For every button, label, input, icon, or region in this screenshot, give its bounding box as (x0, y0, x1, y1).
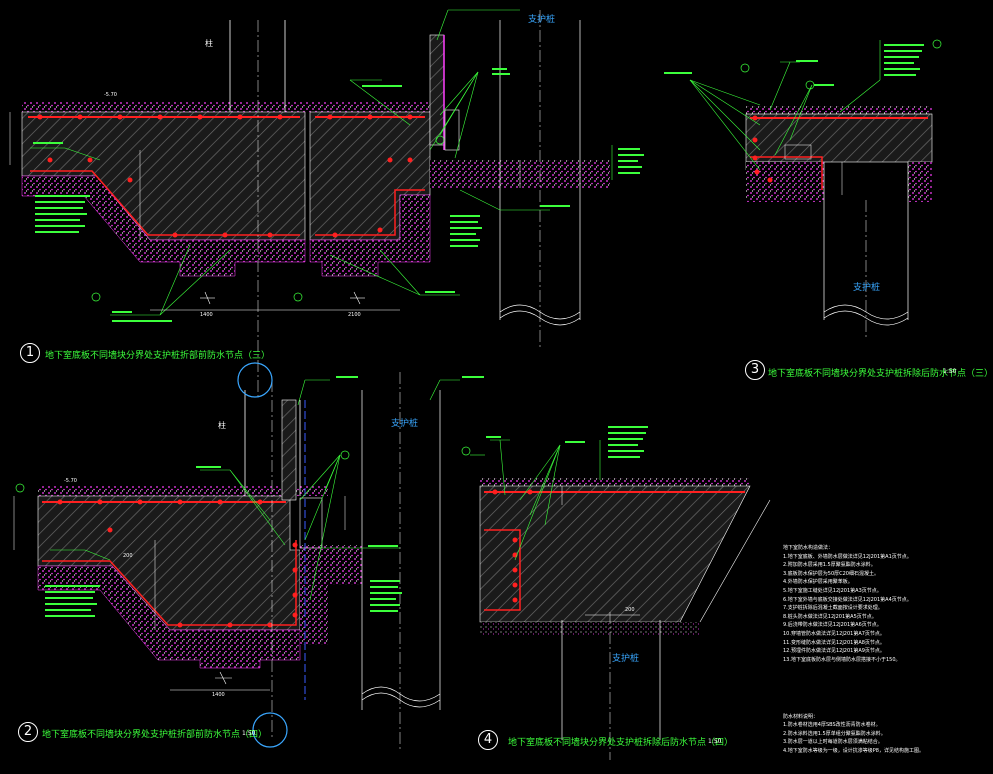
detail-2-title: 地下室底板不同墙块分界处支护桩折部前防水节点（四） (42, 730, 268, 740)
grid-axis-circle-bottom (252, 712, 288, 748)
grid-axis-circle-top (237, 362, 273, 398)
detail-4-drawing (461, 426, 771, 760)
construction-notes: 地下室防水构造做法： 1.地下室底板、外墙防水层做法详见12J201第A1页节点… (783, 544, 912, 664)
note-item: 4.地下室防水等级为一级，设计抗渗等级P8，详见结构施工图。 (783, 747, 924, 754)
note-item: 2.附加防水层采用1.5厚聚氨酯防水涂料。 (783, 562, 876, 569)
detail-3-scale: 1:50 (943, 368, 957, 375)
detail-2-number: 2 (18, 722, 38, 742)
dim-label-5: 200 (625, 607, 635, 613)
detail-3-number: 3 (745, 360, 765, 380)
material-notes: 防水材料说明： 1.防水卷材选用4厚SBS改性沥青防水卷材。 2.防水涂料选用1… (783, 713, 924, 755)
note-item: 11.变形缝防水做法详见12J201第A8页节点。 (783, 639, 885, 646)
note-item: 6.地下室外墙与底板交接处做法详见12J201第A4页节点。 (783, 596, 912, 603)
detail-1-title: 地下室底板不同墙块分界处支护桩折部前防水节点（三） (45, 351, 271, 361)
dim-label-2: 2100 (348, 312, 361, 318)
note-item: 8.桩头防水做法详见12J201第A5页节点。 (783, 613, 877, 620)
note-item: 13.地下室底板防水层与侧墙防水层搭接不小于150。 (783, 656, 901, 663)
note-item: 2.防水涂料选用1.5厚单组分聚氨酯防水涂料。 (783, 730, 886, 737)
note-item: 3.底板防水保护层为50厚C20细石混凝土。 (783, 570, 879, 577)
detail-4-number: 4 (478, 730, 498, 750)
note-item: 3.防水层一道以上时每道防水层须满粘结合。 (783, 739, 883, 746)
level-label-1: -5.70 (104, 92, 117, 98)
detail-3-drawing (664, 39, 942, 340)
note-item: 1.地下室底板、外墙防水层做法详见12J201第A1页节点。 (783, 553, 912, 560)
dim-label-3: 1400 (212, 692, 225, 698)
note-item: 7.支护桩拆除后混凝土截面按设计要求处理。 (783, 605, 883, 612)
notes-heading: 地下室防水构造做法： (783, 545, 834, 551)
detail-3-title: 地下室底板不同墙块分界处支护桩拆除后防水节点（三） (768, 369, 993, 379)
pile-label-3: 支护桩 (853, 283, 881, 293)
detail-2-scale: 1:50 (242, 730, 256, 737)
note-item: 4.外墙防水保护层采用聚苯板。 (783, 579, 853, 586)
note-item: 1.防水卷材选用4厚SBS改性沥青防水卷材。 (783, 722, 881, 729)
pile-label-2: 支护桩 (391, 419, 419, 429)
pile-label-1: 支护桩 (528, 15, 556, 25)
column-label-2: 柱 (218, 421, 226, 430)
dim-label-1: 1400 (200, 312, 213, 318)
detail-2-drawing (13, 372, 484, 750)
dim-label-4: 200 (123, 553, 133, 559)
notes-heading-2: 防水材料说明： (783, 714, 819, 720)
detail-4-title: 地下室底板不同墙块分界处支护桩拆除后防水节点（四） (508, 738, 734, 748)
note-item: 10.穿墙管防水做法详见12J201第A7页节点。 (783, 630, 885, 637)
note-item: 9.后浇带防水做法详见12J201第A6页节点。 (783, 622, 882, 629)
note-item: 5.地下室施工缝处详见12J201第A3页节点。 (783, 587, 882, 594)
detail-1-number: 1 (20, 343, 40, 363)
column-label-1: 柱 (205, 39, 213, 48)
level-label-2: -5.70 (64, 478, 77, 484)
detail-1-drawing (9, 9, 644, 400)
pile-label-4: 支护桩 (612, 654, 640, 664)
note-item: 12.预埋件防水做法详见12J201第A9页节点。 (783, 648, 885, 655)
detail-4-scale: 1:50 (708, 738, 722, 745)
